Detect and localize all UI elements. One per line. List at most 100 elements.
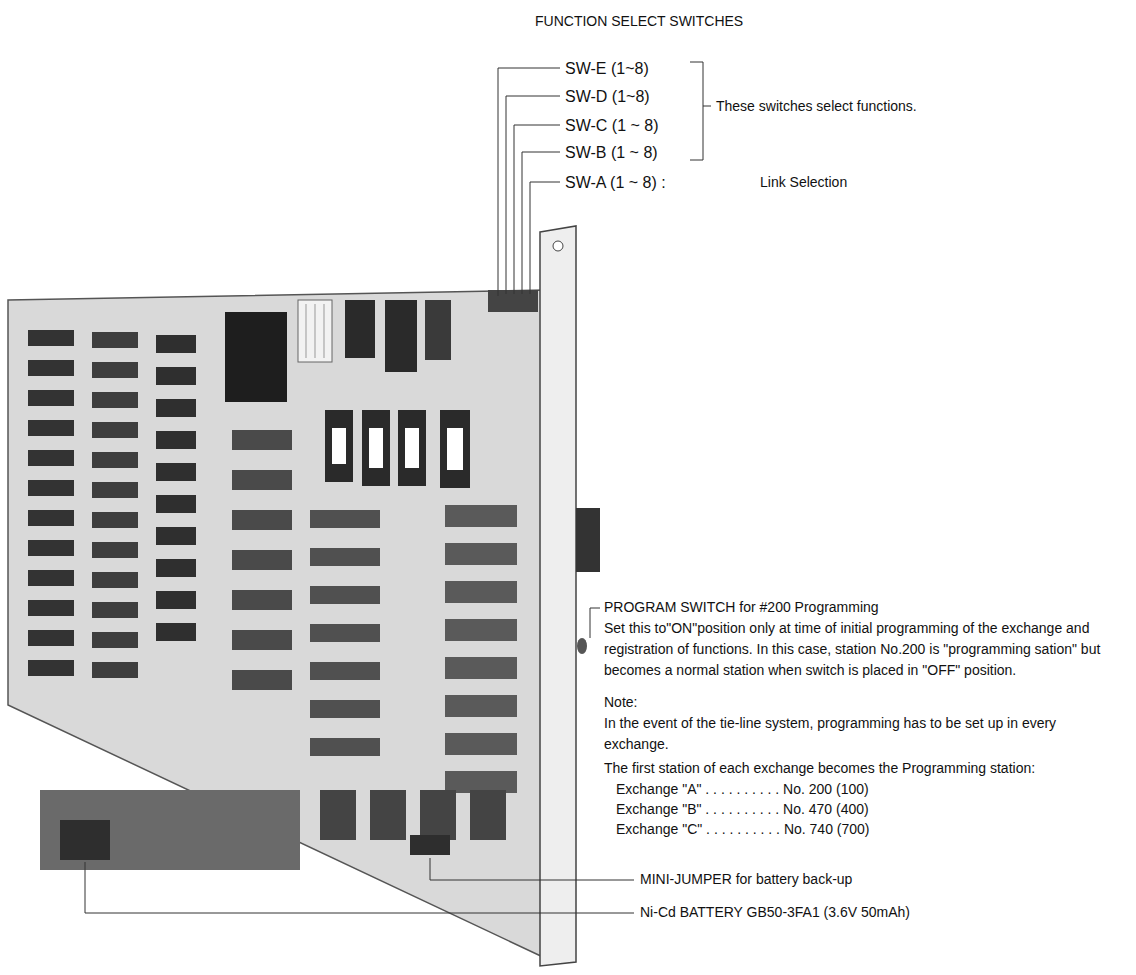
components xyxy=(28,330,517,840)
chip xyxy=(92,542,138,558)
chip xyxy=(92,482,138,498)
chip xyxy=(156,623,196,641)
leader-line xyxy=(430,858,634,880)
eprom xyxy=(398,410,426,486)
chip xyxy=(232,670,292,690)
chip xyxy=(156,559,196,577)
chip xyxy=(232,590,292,610)
chip xyxy=(92,392,138,408)
chip xyxy=(310,700,380,718)
chip xyxy=(445,733,517,755)
chip xyxy=(92,662,138,678)
chip xyxy=(310,510,380,528)
eprom xyxy=(362,410,390,486)
chip xyxy=(92,332,138,348)
switch-label: SW-A (1 ~ 8) : xyxy=(565,171,666,195)
chip xyxy=(156,335,196,353)
eprom-window xyxy=(447,428,463,470)
heading: FUNCTION SELECT SWITCHES xyxy=(535,11,743,32)
chip xyxy=(28,570,74,586)
chip xyxy=(28,630,74,646)
chip xyxy=(28,390,74,406)
leader-line xyxy=(514,125,560,294)
chip xyxy=(470,790,506,840)
chip xyxy=(28,450,74,466)
chip xyxy=(92,632,138,648)
chip xyxy=(445,505,517,527)
mini-jumper xyxy=(410,835,450,855)
switch-label: SW-E (1~8) xyxy=(565,57,649,81)
exchange-row: Exchange "B" . . . . . . . . . . No. 470… xyxy=(616,799,869,820)
chip xyxy=(156,431,196,449)
chip xyxy=(232,430,292,450)
chip xyxy=(445,581,517,603)
leader-line xyxy=(506,96,560,294)
eprom-window xyxy=(369,428,383,468)
switch-function: Link Selection xyxy=(760,172,847,193)
exchange-row: Exchange "A" . . . . . . . . . . No. 200… xyxy=(616,779,869,800)
chip xyxy=(445,543,517,565)
note-text: The first station of each exchange becom… xyxy=(604,758,1035,779)
leader-line xyxy=(530,182,560,294)
chip xyxy=(28,510,74,526)
chip xyxy=(420,790,456,840)
bracket-note: These switches select functions. xyxy=(716,96,917,117)
switch-label: SW-B (1 ~ 8) xyxy=(565,141,658,165)
connector-pin xyxy=(315,304,316,358)
callout-heading: PROGRAM SWITCH for #200 Programming xyxy=(604,597,879,618)
chip xyxy=(310,662,380,680)
callout-text: Set this to"ON"position only at time of … xyxy=(604,618,1124,681)
chip xyxy=(310,738,380,756)
connector xyxy=(298,300,332,362)
chip xyxy=(385,300,417,372)
eprom xyxy=(325,410,353,482)
chip xyxy=(310,624,380,642)
bracket xyxy=(690,62,711,160)
exchange-row: Exchange "C" . . . . . . . . . . No. 740… xyxy=(616,819,870,840)
eprom-window xyxy=(405,428,419,468)
chip xyxy=(156,591,196,609)
chip xyxy=(370,790,406,840)
chip xyxy=(28,420,74,436)
chip xyxy=(232,630,292,650)
chip xyxy=(92,422,138,438)
note-heading: Note: xyxy=(604,692,637,713)
chip xyxy=(310,586,380,604)
chip xyxy=(28,540,74,556)
panel-connector xyxy=(576,508,600,572)
chip xyxy=(225,312,287,402)
chip xyxy=(156,463,196,481)
switch-label: SW-C (1 ~ 8) xyxy=(565,114,659,138)
chip xyxy=(425,300,451,360)
connector-pin xyxy=(324,304,325,358)
leader-line xyxy=(522,152,560,294)
leader-line xyxy=(498,68,560,296)
chip xyxy=(156,367,196,385)
panel-hole xyxy=(553,241,563,251)
chip xyxy=(445,695,517,717)
chip xyxy=(28,660,74,676)
chip xyxy=(232,510,292,530)
chip xyxy=(445,657,517,679)
battery-area xyxy=(40,790,300,870)
chip xyxy=(310,548,380,566)
note-text: In the event of the tie-line system, pro… xyxy=(604,713,1124,755)
chip xyxy=(232,470,292,490)
part-label: MINI-JUMPER for battery back-up xyxy=(640,869,852,890)
chip xyxy=(156,399,196,417)
part-label: Ni-Cd BATTERY GB50-3FA1 (3.6V 50mAh) xyxy=(640,902,910,923)
chip xyxy=(28,600,74,616)
chip xyxy=(232,550,292,570)
chip xyxy=(445,771,517,793)
chip xyxy=(92,452,138,468)
switch-label: SW-D (1~8) xyxy=(565,85,650,109)
chip xyxy=(28,330,74,346)
chip xyxy=(320,790,356,840)
circuit-board xyxy=(8,290,545,958)
leader-line xyxy=(85,862,634,913)
leader-line xyxy=(590,608,600,638)
battery xyxy=(60,820,110,860)
chip xyxy=(156,495,196,513)
chip xyxy=(156,527,196,545)
